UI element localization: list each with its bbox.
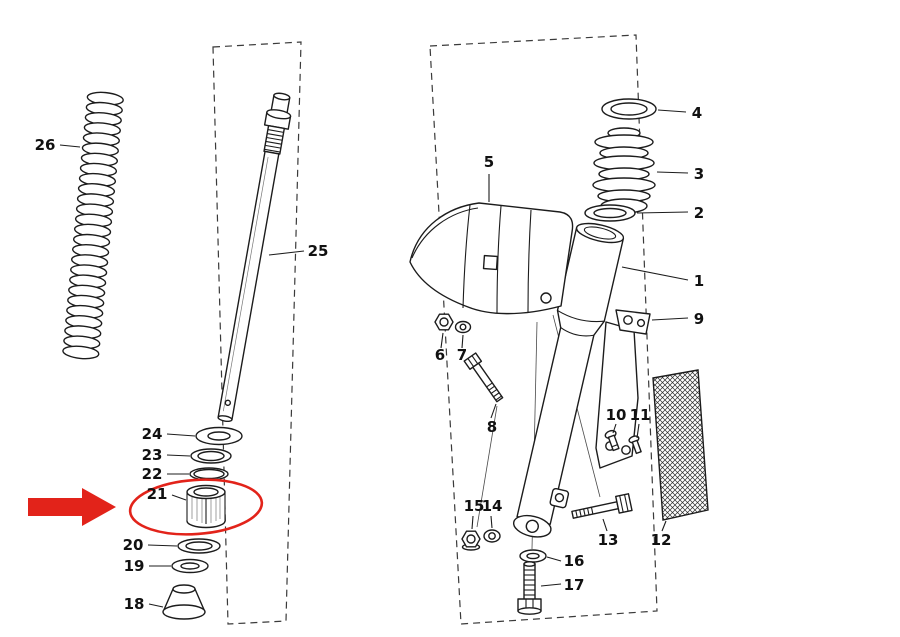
callout-10: 10 bbox=[606, 406, 627, 434]
callout-4: 4 bbox=[657, 104, 702, 122]
part-15-nut bbox=[461, 530, 481, 551]
callout-12: 12 bbox=[651, 520, 672, 549]
callout-label-9: 9 bbox=[694, 310, 704, 328]
part-25-stanchion-tube bbox=[217, 92, 292, 422]
callout-label-22: 22 bbox=[142, 465, 163, 483]
highlight-arrow-icon bbox=[28, 488, 116, 526]
callout-25: 25 bbox=[268, 242, 329, 260]
callout-label-5: 5 bbox=[484, 153, 494, 171]
callout-23: 23 bbox=[142, 446, 191, 464]
callout-8: 8 bbox=[487, 403, 497, 436]
part-1-fork-slider bbox=[512, 222, 625, 538]
callout-label-13: 13 bbox=[598, 531, 619, 549]
part-26-spring bbox=[62, 91, 124, 360]
callout-label-6: 6 bbox=[435, 346, 445, 364]
callout-18: 18 bbox=[124, 595, 164, 613]
callout-label-4: 4 bbox=[692, 104, 702, 122]
part-18-dust-cone bbox=[162, 584, 206, 620]
callout-17: 17 bbox=[540, 576, 585, 594]
callout-label-8: 8 bbox=[487, 418, 497, 436]
callout-22: 22 bbox=[142, 465, 189, 483]
callout-label-18: 18 bbox=[124, 595, 145, 613]
part-4-retaining-ring bbox=[601, 98, 657, 120]
callout-19: 19 bbox=[124, 557, 171, 575]
part-22-snap-ring bbox=[189, 467, 229, 481]
callout-6: 6 bbox=[435, 332, 445, 364]
part-24-washer bbox=[195, 426, 243, 446]
part-20-ring bbox=[177, 538, 221, 554]
callout-label-20: 20 bbox=[123, 536, 144, 554]
callout-label-21: 21 bbox=[147, 485, 168, 503]
callout-1: 1 bbox=[621, 266, 704, 290]
part-2-ring bbox=[584, 204, 636, 222]
part-21-bushing bbox=[186, 484, 226, 529]
callout-label-24: 24 bbox=[142, 425, 163, 443]
part-6-nut bbox=[434, 313, 454, 331]
callout-label-12: 12 bbox=[651, 531, 672, 549]
callout-5: 5 bbox=[484, 153, 494, 202]
callout-24: 24 bbox=[142, 425, 196, 443]
callout-14: 14 bbox=[482, 497, 503, 529]
callout-15: 15 bbox=[464, 497, 485, 530]
callout-label-2: 2 bbox=[694, 204, 704, 222]
callout-label-26: 26 bbox=[35, 136, 56, 154]
callout-21: 21 bbox=[147, 485, 187, 503]
assembly-box-right bbox=[429, 34, 658, 625]
callout-label-7: 7 bbox=[457, 346, 467, 364]
part-11-screw bbox=[628, 435, 642, 455]
part-14-washer bbox=[483, 529, 501, 543]
part-17-bolt bbox=[517, 561, 542, 615]
callout-2: 2 bbox=[636, 204, 704, 222]
callout-3: 3 bbox=[656, 165, 704, 183]
part-7-washer bbox=[454, 320, 472, 334]
callout-7: 7 bbox=[457, 334, 467, 364]
callout-label-16: 16 bbox=[564, 552, 585, 570]
callout-label-1: 1 bbox=[694, 272, 704, 290]
callout-label-19: 19 bbox=[124, 557, 145, 575]
callout-13: 13 bbox=[598, 518, 619, 549]
callout-26: 26 bbox=[35, 136, 81, 154]
callout-label-3: 3 bbox=[694, 165, 704, 183]
part-9-bracket bbox=[615, 309, 651, 335]
axis-line-1 bbox=[476, 405, 498, 528]
part-19-seal bbox=[171, 558, 209, 574]
callout-label-23: 23 bbox=[142, 446, 163, 464]
callout-label-17: 17 bbox=[564, 576, 585, 594]
part-3-rubber-boot bbox=[592, 127, 656, 214]
callout-20: 20 bbox=[123, 536, 178, 554]
highlight-ellipse bbox=[128, 478, 264, 536]
callout-label-10: 10 bbox=[606, 406, 627, 424]
callout-label-25: 25 bbox=[308, 242, 329, 260]
part-12-reflector bbox=[652, 369, 709, 521]
callout-16: 16 bbox=[546, 552, 585, 570]
part-23-ring bbox=[190, 448, 232, 464]
callout-label-15: 15 bbox=[464, 497, 485, 515]
arm-hole-lower bbox=[621, 445, 631, 455]
part-5-fender-bracket bbox=[409, 202, 574, 315]
callout-9: 9 bbox=[651, 310, 704, 328]
callout-label-11: 11 bbox=[630, 406, 651, 424]
part-16-washer bbox=[519, 549, 547, 563]
callout-label-14: 14 bbox=[482, 497, 503, 515]
callout-11: 11 bbox=[630, 406, 651, 439]
part-8-bolt bbox=[463, 352, 504, 403]
part-13-bolt bbox=[571, 493, 633, 519]
